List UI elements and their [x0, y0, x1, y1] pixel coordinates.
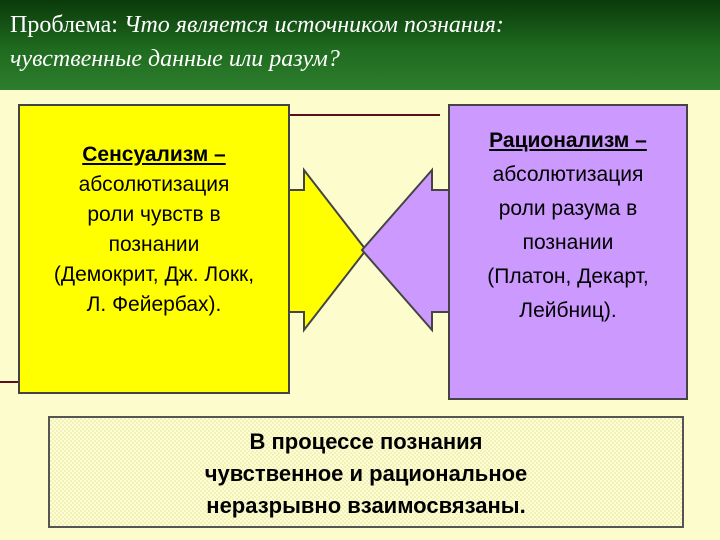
rationalism-line: роли разума в [498, 197, 638, 220]
title-question-part-2: чувственные данные или разум? [10, 46, 340, 72]
rationalism-line: абсолютизация [492, 163, 644, 186]
title-line-1: Проблема: Что является источником познан… [10, 8, 710, 42]
conclusion-line: чувственное и рациональное [204, 461, 528, 486]
conclusion-line: неразрывно взаимосвязаны. [206, 493, 526, 518]
sensualism-line: познании [108, 233, 200, 256]
rationalism-term: Рационализм – [489, 129, 647, 152]
rationalism-box: Рационализм – абсолютизация роли разума … [448, 104, 688, 400]
sensualism-term: Сенсуализм – [82, 143, 226, 166]
rationalism-line: познании [522, 231, 614, 254]
sensualism-line: абсолютизация [78, 173, 230, 196]
right-pointing-arrow-head [287, 167, 368, 333]
conclusion-text: В процессе познания чувственное и рацион… [50, 426, 682, 522]
sensualism-line: Л. Фейербах). [86, 293, 222, 316]
sensualism-box: Сенсуализм – абсолютизация роли чувств в… [18, 104, 290, 394]
decorative-line-top [280, 114, 440, 116]
conclusion-line: В процессе познания [249, 429, 483, 454]
title-prefix: Проблема: [10, 12, 124, 38]
rationalism-line: Лейбниц). [519, 299, 617, 322]
rationalism-line: (Платон, Декарт, [487, 265, 649, 288]
rationalism-text: Рационализм – абсолютизация роли разума … [450, 124, 686, 328]
title-question-part-1: Что является источником познания: [123, 12, 504, 38]
sensualism-text: Сенсуализм – абсолютизация роли чувств в… [20, 140, 288, 320]
sensualism-line: роли чувств в [87, 203, 221, 226]
conclusion-box: В процессе познания чувственное и рацион… [48, 416, 684, 528]
title-bar: Проблема: Что является источником познан… [0, 0, 720, 90]
left-pointing-arrow-head [360, 167, 451, 333]
sensualism-line: (Демокрит, Дж. Локк, [53, 263, 255, 286]
